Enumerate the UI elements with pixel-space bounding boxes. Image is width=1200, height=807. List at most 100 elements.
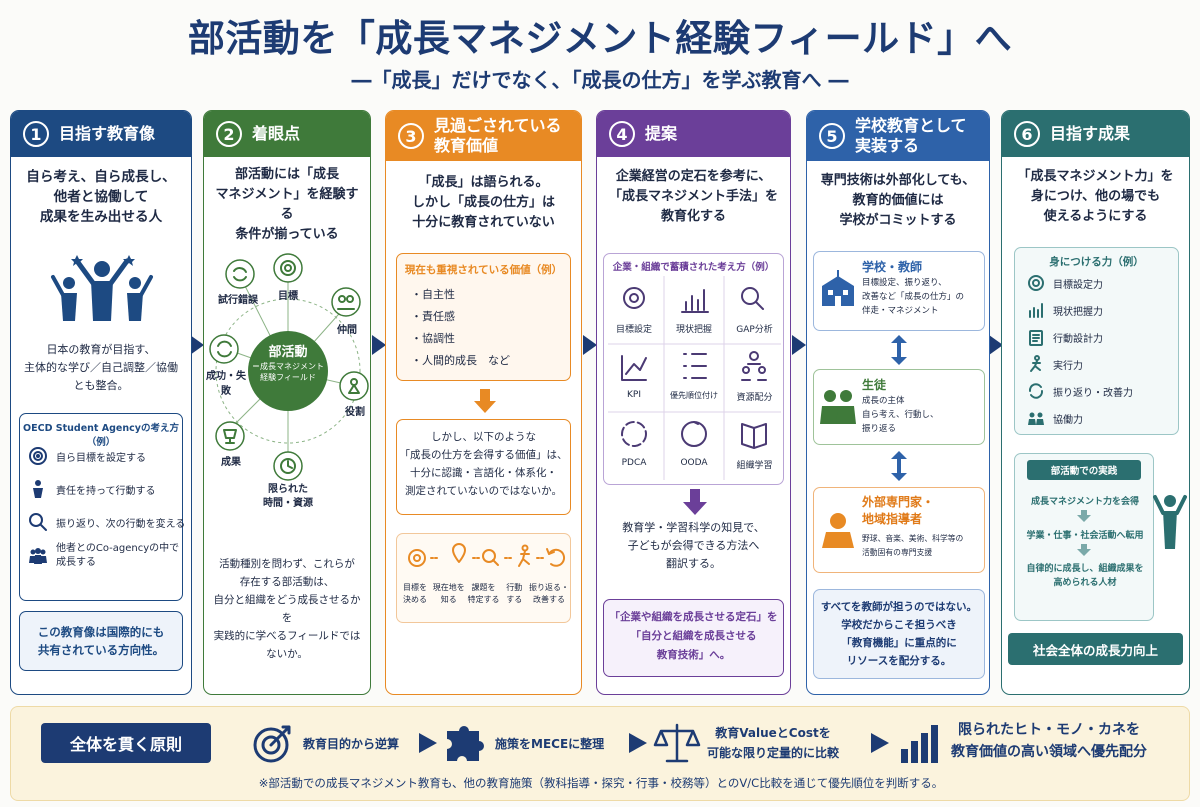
column-lead: 専門技術は外部化しても、 教育的価値には 学校がコミットする bbox=[820, 173, 976, 228]
oecd-item-label: 振り返り、次の行動を変える bbox=[56, 518, 186, 530]
person-icon bbox=[33, 480, 43, 498]
node-resources: 限られた 時間・資源 bbox=[263, 484, 313, 509]
principle-item: 教育ValueとCostを 可能な限り定量的に比較 bbox=[707, 726, 840, 760]
column-proposal: 4 提案 企業経営の定石を参考に、 「成長マネジメント手法」を 教育化する 企業・… bbox=[596, 110, 791, 695]
student-box: 生徒 成長の主体 自ら考え、行動し、 振り返る bbox=[813, 369, 985, 445]
arrow-right-icon bbox=[419, 733, 437, 753]
method-label: KPI bbox=[627, 390, 641, 400]
node-trial-error: 試行錯誤 bbox=[218, 295, 258, 306]
box-title: 現在も重視されている価値（例） bbox=[404, 264, 563, 276]
cycle-icon bbox=[1028, 383, 1044, 399]
node-peers: 仲間 bbox=[337, 325, 357, 336]
oecd-box: OECD Student Agencyの考え方（例） 自ら目標を設定する 責任を… bbox=[19, 413, 186, 601]
node-goal: 目標 bbox=[278, 291, 298, 302]
students-icon bbox=[820, 390, 856, 424]
oecd-item-label: 自ら目標を設定する bbox=[56, 452, 146, 464]
step-number: 1 bbox=[23, 121, 49, 147]
double-arrow-icon bbox=[891, 451, 907, 481]
expert-icon bbox=[822, 513, 854, 548]
skill-label: 協働力 bbox=[1053, 414, 1083, 426]
oecd-item-label: 他者とのCo-agencyの中で 成長する bbox=[56, 543, 180, 568]
value-list: ・自主性 ・責任感 ・協調性 ・人間的成長 など bbox=[411, 284, 510, 372]
growth-steps-icons bbox=[408, 543, 566, 567]
column-title: 提案 bbox=[645, 124, 678, 143]
arrow-right-icon bbox=[792, 335, 806, 355]
group-icon bbox=[29, 548, 47, 564]
skill-label: 現状把握力 bbox=[1053, 306, 1103, 318]
principle-label: 全体を貫く原則 bbox=[69, 735, 182, 754]
list-item: 行動設計力 bbox=[1027, 328, 1103, 346]
step-number: 5 bbox=[819, 123, 845, 149]
club-activity-hub-diagram bbox=[209, 253, 369, 481]
column-lead: 企業経営の定石を参考に、 「成長マネジメント手法」を 教育化する bbox=[608, 169, 778, 224]
flow-step-2: 学業・仕事・社会活動へ転用 bbox=[1026, 531, 1144, 541]
list-item: 自ら目標を設定する bbox=[28, 446, 146, 466]
list-item: ・自主性 bbox=[411, 288, 455, 301]
clipboard-icon bbox=[1029, 330, 1043, 346]
list-item: ・責任感 bbox=[411, 310, 455, 323]
list-item: 現状把握力 bbox=[1027, 301, 1103, 319]
however-box: しかし、以下のような 「成長の仕方を会得する価値」は、 十分に認識・言語化・体系… bbox=[396, 419, 571, 515]
scales-icon bbox=[653, 723, 701, 763]
expert-box: 外部専門家・ 地域指導者 野球、音楽、美術、科学等の 活動固有の専門支援 bbox=[813, 487, 985, 573]
page-title: 部活動を「成長マネジメント経験フィールド」へ bbox=[187, 17, 1013, 60]
method-label: PDCA bbox=[621, 458, 647, 468]
arrow-down-icon bbox=[474, 389, 496, 413]
expert-desc: 野球、音楽、美術、科学等の 活動固有の専門支援 bbox=[862, 534, 964, 557]
methods-grid-icons bbox=[608, 276, 781, 480]
step-number: 4 bbox=[609, 121, 635, 147]
column-lead: 「成長マネジメント力」を 身につけ、他の場でも 使えるようにする bbox=[1017, 169, 1174, 224]
growth-steps-box: 目標を 決める 現在地を 知る 課題を 特定する 行動 する 振り返る・ 改善す… bbox=[396, 533, 571, 623]
arrow-down-icon bbox=[1077, 510, 1091, 522]
hub-subtitle: ＝成長マネジメント 経験フィールド bbox=[252, 362, 324, 382]
column-lead: 「成長」は語られる。 しかし「成長の仕方」は 十分に教育されていない bbox=[411, 175, 555, 230]
column-lead: 自ら考え、自ら成長し、 他者と協働して 成果を生み出せる人 bbox=[26, 169, 176, 225]
hub-title: 部活動 bbox=[268, 345, 308, 360]
step-label: 目標を 決める bbox=[403, 583, 427, 604]
arrow-right-icon bbox=[190, 335, 204, 355]
column-title: 見過ごされている 教育価値 bbox=[434, 116, 562, 155]
expert-title: 外部専門家・ 地域指導者 bbox=[862, 495, 935, 526]
bar-chart-icon bbox=[901, 725, 938, 763]
principle-item: 限られたヒト・モノ・カネを 教育価値の高い領域へ優先配分 bbox=[951, 722, 1147, 760]
arrow-right-icon bbox=[583, 335, 597, 355]
column-header: 4 提案 bbox=[597, 111, 790, 157]
principle-item: 教育目的から逆算 bbox=[303, 737, 400, 751]
list-item: 実行力 bbox=[1027, 355, 1083, 373]
arrow-right-icon bbox=[871, 733, 889, 753]
step-label: 現在地を 知る bbox=[432, 583, 465, 604]
final-outcome-banner: 社会全体の成長力向上 bbox=[1008, 633, 1183, 665]
runner-icon bbox=[1030, 355, 1041, 372]
growth-steps-labels: 目標を 決める 現在地を 知る 課題を 特定する 行動 する 振り返る・ 改善す… bbox=[399, 582, 570, 606]
node-role: 役割 bbox=[345, 407, 365, 418]
node-success-failure: 成功・失敗 bbox=[206, 371, 246, 397]
bar-chart-icon bbox=[1029, 303, 1043, 318]
oecd-box-title: OECD Student Agencyの考え方（例） bbox=[23, 423, 179, 448]
arrow-down-icon bbox=[683, 489, 707, 515]
column-title: 着眼点 bbox=[252, 124, 301, 143]
practice-flow-box: 部活動での実践 成長マネジメント力を会得 学業・仕事・社会活動へ転用 自律的に成… bbox=[1014, 453, 1154, 621]
list-item: 他者とのCo-agencyの中で 成長する bbox=[28, 542, 179, 570]
method-label: OODA bbox=[680, 458, 708, 468]
list-item: 責任を持って行動する bbox=[28, 479, 156, 499]
student-desc: 成長の主体 自ら考え、行動し、 振り返る bbox=[862, 396, 939, 434]
target-icon bbox=[1028, 275, 1044, 291]
flow-step-3: 自律的に成長し、組織成果を 高められる人材 bbox=[1026, 564, 1144, 588]
list-item: 目標設定力 bbox=[1027, 274, 1103, 292]
teacher-title: 学校・教師 bbox=[862, 260, 923, 274]
principle-label-box: 全体を貫く原則 bbox=[41, 723, 211, 763]
teacher-desc: 目標設定、振り返り、 改善など「成長の仕方」の 伴走・マネジメント bbox=[862, 278, 965, 316]
